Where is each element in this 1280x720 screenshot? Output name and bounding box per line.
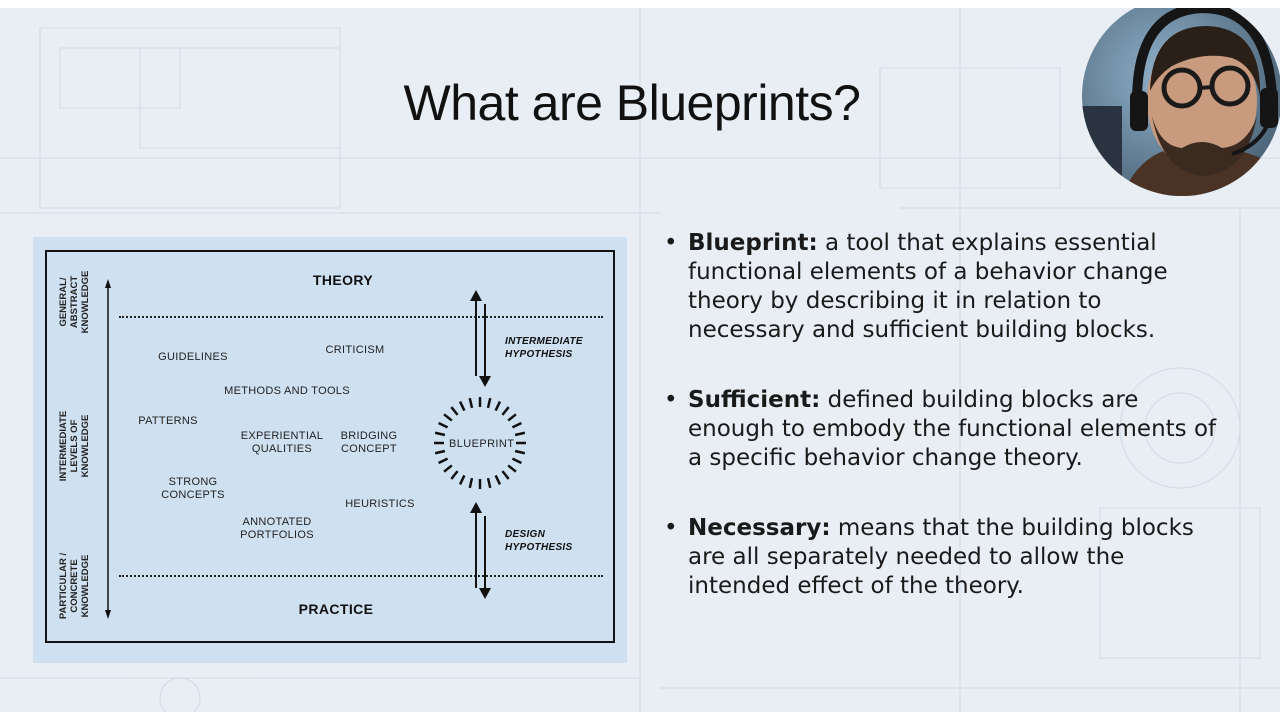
bullet-blueprint: • Blueprint: a tool that explains essent… [664, 229, 1224, 345]
bullet-text: means that the building blocks are all s… [688, 515, 1194, 599]
blueprint-label: BLUEPRINT [449, 438, 515, 450]
bullet-term: Blueprint: [688, 230, 818, 256]
burst-tick [501, 470, 510, 480]
diagram-frame: GENERAL/ ABSTRACT KNOWLEDGE INTERMEDIATE… [45, 250, 615, 643]
bullet-term: Necessary: [688, 515, 831, 541]
definition-list: • Blueprint: a tool that explains essent… [664, 229, 1224, 642]
item-strong-concepts: STRONG CONCEPTS [161, 476, 225, 501]
bullet-glyph: • [664, 230, 678, 256]
burst-tick [443, 464, 453, 473]
blueprint-burst [434, 397, 526, 489]
theory-label: THEORY [312, 272, 374, 288]
burst-tick [438, 457, 449, 465]
burst-tick [450, 406, 459, 416]
burst-tick [486, 397, 492, 409]
blueprint-background-pattern [0, 8, 1280, 712]
intermediate-hypothesis-label: INTERMEDIATE HYPOTHESIS [505, 336, 583, 360]
bullet-necessary: • Necessary: means that the building blo… [664, 514, 1224, 601]
item-annotated-portfolios: ANNOTATED PORTFOLIOS [240, 516, 314, 541]
burst-tick [511, 421, 522, 429]
burst-tick [434, 431, 446, 437]
burst-tick [438, 421, 449, 429]
burst-tick [514, 431, 526, 437]
burst-tick [507, 464, 517, 473]
item-criticism: CRITICISM [325, 344, 385, 356]
slide-title: What are Blueprints? [403, 75, 861, 131]
burst-tick [468, 477, 474, 489]
bullet-term: Sufficient: [688, 387, 821, 413]
presenter-webcam [1082, 8, 1280, 196]
presenter-video-icon [1082, 8, 1280, 196]
slide-canvas: What are Blueprints? GENERAL/ ABSTRACT K… [0, 8, 1280, 712]
item-patterns: PATTERNS [138, 415, 198, 427]
burst-tick [507, 413, 517, 422]
burst-tick [494, 401, 502, 412]
item-bridging-concept: BRIDGING CONCEPT [340, 430, 398, 455]
bullet-sufficient: • Sufficient: defined building blocks ar… [664, 386, 1224, 473]
bullet-glyph: • [664, 387, 678, 413]
item-methods-tools: METHODS AND TOOLS [224, 385, 350, 397]
diagram-axes [105, 279, 526, 619]
practice-label: PRACTICE [298, 601, 374, 617]
burst-tick [434, 449, 446, 455]
side-label-general: GENERAL/ ABSTRACT KNOWLEDGE [58, 270, 91, 334]
side-label-intermediate: INTERMEDIATE LEVELS OF KNOWLEDGE [58, 410, 91, 482]
burst-tick [494, 474, 502, 485]
practice-divider [119, 575, 603, 577]
bullet-glyph: • [664, 515, 678, 541]
burst-tick [468, 397, 474, 409]
design-hypothesis-label: DESIGN HYPOTHESIS [505, 529, 573, 553]
side-label-particular: PARTICULAR / CONCRETE KNOWLEDGE [58, 552, 91, 620]
burst-tick [450, 470, 459, 480]
burst-tick [514, 449, 526, 455]
burst-tick [486, 477, 492, 489]
burst-tick [501, 406, 510, 416]
burst-tick [511, 457, 522, 465]
theory-divider [119, 316, 603, 318]
burst-tick [458, 401, 466, 412]
item-experiential-qualities: EXPERIENTIAL QUALITIES [240, 430, 324, 455]
burst-tick [458, 474, 466, 485]
bullet-text: defined building blocks are enough to em… [688, 387, 1217, 471]
burst-tick [443, 413, 453, 422]
item-heuristics: HEURISTICS [345, 498, 415, 510]
bullet-text: a tool that explains essential functiona… [688, 230, 1168, 343]
item-guidelines: GUIDELINES [158, 351, 228, 363]
blueprint-diagram: GENERAL/ ABSTRACT KNOWLEDGE INTERMEDIATE… [33, 237, 627, 663]
